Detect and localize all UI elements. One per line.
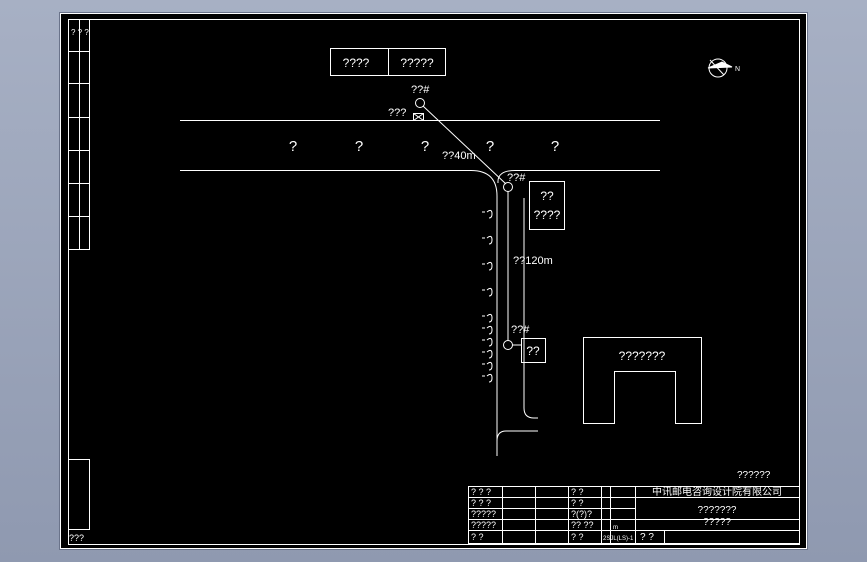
inner-frame — [68, 19, 800, 545]
manhole-mid-label: ??# — [507, 172, 526, 184]
box-low-label: ?? — [526, 344, 540, 358]
tb-page-label: ? ? — [640, 532, 654, 543]
side-strip-top-text: ? ? ? — [71, 28, 89, 37]
building-small-line2: ???? — [534, 208, 561, 222]
span-top-label: ??40m — [442, 150, 476, 162]
road-char-4: ? — [486, 138, 494, 155]
tb-row4-right: ?? ?? — [571, 520, 594, 530]
outer-border — [60, 13, 807, 549]
building-small-outline — [529, 181, 565, 230]
tb-row1-left: ? ? ? — [471, 487, 491, 497]
cable-route-diagonal — [422, 105, 507, 185]
cad-drawing: ? ? ? ??? N ???? ????? ??# ??? ??40m ??#… — [60, 13, 807, 549]
title-block — [468, 486, 800, 544]
building-u-label: ??????? — [619, 349, 666, 363]
tb-company: 中讯邮电咨询设计院有限公司 — [652, 485, 782, 498]
tb-row1-right: ? ? — [571, 487, 584, 497]
road-char-5: ? — [551, 138, 559, 155]
handhole-symbol — [413, 113, 424, 121]
tb-drawing-no: 2SJL(LS)-1 — [603, 536, 634, 542]
road-char-3: ? — [421, 138, 429, 155]
manhole-top-symbol — [415, 98, 425, 108]
tb-row3-left: ????? — [471, 509, 496, 519]
road-edge-bottom — [180, 170, 498, 456]
manhole-top-label: ??# — [411, 84, 430, 96]
tb-row2-right: ? ? — [571, 498, 584, 508]
north-arrow-icon — [707, 58, 733, 78]
tb-title-1: ??????? — [698, 505, 737, 516]
scale-note: ?????? — [737, 470, 771, 481]
road-char-1: ? — [289, 138, 297, 155]
tb-row2-left: ? ? ? — [471, 498, 491, 508]
tb-row5-left: ? ? — [471, 532, 484, 542]
top-box-right-label: ????? — [400, 56, 434, 70]
building-u-outline — [583, 337, 702, 424]
road-char-2: ? — [355, 138, 363, 155]
box-low-outline — [521, 338, 546, 363]
side-strip-bottom-label: ??? — [69, 533, 84, 543]
top-box-left-label: ???? — [343, 56, 370, 70]
span-vertical-label: ??120m — [513, 255, 553, 267]
tb-title-2: ????? — [703, 517, 731, 528]
left-strip — [68, 19, 90, 530]
handhole-label: ??? — [388, 107, 406, 119]
north-label: N — [735, 66, 740, 73]
building-small-line1: ?? — [540, 189, 554, 203]
tb-row4-left: ????? — [471, 520, 496, 530]
manhole-low-label: ??# — [511, 324, 530, 336]
tree-symbols — [482, 209, 493, 383]
manhole-low-symbol — [503, 340, 513, 350]
road-edge-right — [523, 198, 538, 419]
tb-unit-label: m — [613, 525, 618, 531]
tb-row3-right: ?(?)? — [571, 509, 592, 519]
drawing-sheet: ? ? ? ??? N ???? ????? ??# ??? ??40m ??#… — [60, 13, 807, 549]
tb-row5-right: ? ? — [571, 532, 584, 542]
